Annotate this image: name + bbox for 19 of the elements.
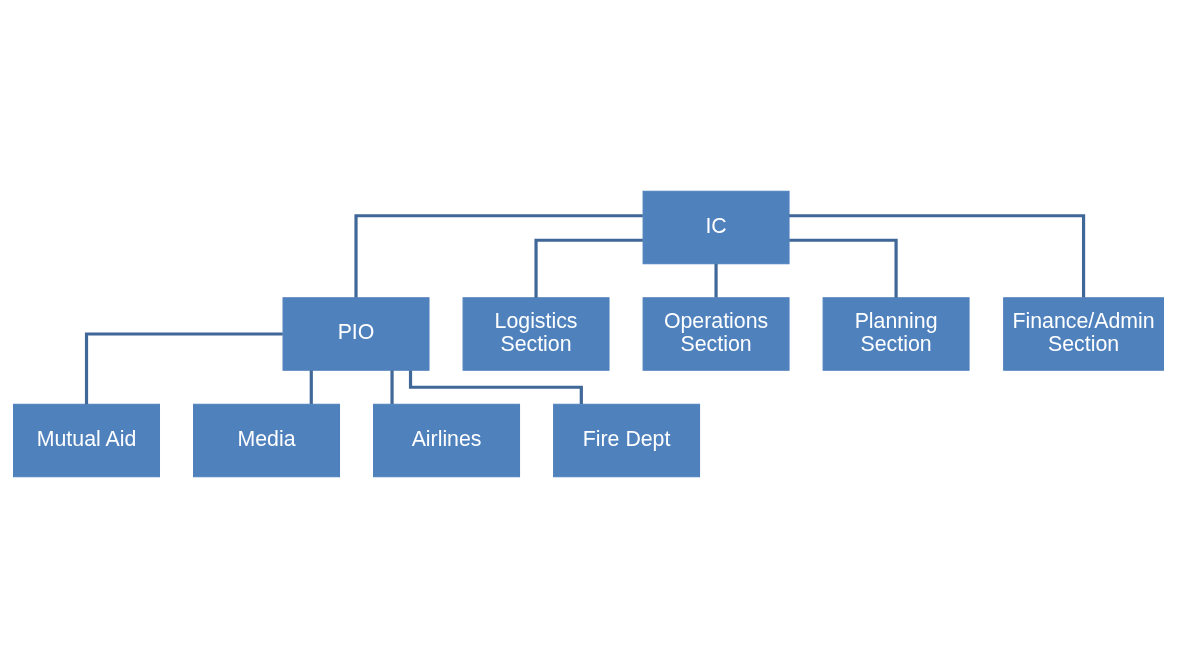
node-box: Planning Section [822,296,970,371]
connector [84,331,283,404]
node-box: Media [193,403,341,477]
node-box: Logistics Section [462,296,610,371]
node-box: IC [642,190,790,264]
node-box: Airlines [373,403,521,477]
connector [789,213,1086,298]
connector [714,263,718,297]
node-box: Operations Section [642,296,790,371]
node-box: Fire Dept [553,403,701,477]
connector [309,369,313,404]
node-box: Finance/Admin Section [1003,296,1164,371]
connector [390,369,394,404]
connector [534,238,643,298]
connector [354,213,643,298]
connector [408,369,583,404]
node-box: PIO [282,296,430,371]
connector [789,238,898,298]
node-box: Mutual Aid [13,403,160,477]
